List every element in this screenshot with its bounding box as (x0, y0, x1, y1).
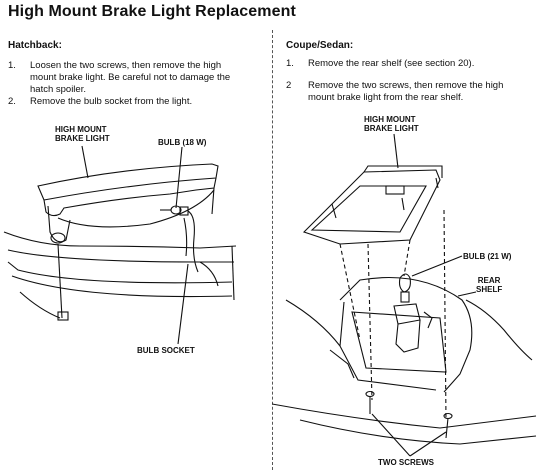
label-line: HIGH MOUNT (364, 115, 416, 124)
label-line: BRAKE LIGHT (55, 134, 110, 143)
label-bulb-socket: BULB SOCKET (137, 346, 195, 355)
step-number: 1. (286, 58, 294, 69)
label-high-mount-brake-light: HIGH MOUNT BRAKE LIGHT (364, 115, 419, 133)
label-line: BRAKE LIGHT (364, 124, 419, 133)
step-number: 2 (286, 80, 292, 91)
coupe-brake-light-illustration (272, 133, 537, 457)
coupe-step-1: 1. Remove the rear shelf (see section 20… (286, 58, 536, 71)
label-rear-shelf: REAR SHELF (476, 276, 502, 294)
step-number: 1. (8, 60, 16, 71)
hatchback-step-1: 1. Loosen the two screws, then remove th… (8, 60, 270, 98)
coupe-heading: Coupe/Sedan: (286, 40, 354, 51)
label-two-screws: TWO SCREWS (378, 458, 434, 467)
label-bulb-21w: BULB (21 W) (463, 252, 512, 261)
step-text-line: Loosen the two screws, then remove the h… (30, 60, 222, 71)
step-text-line: mount brake light from the rear shelf. (308, 92, 464, 103)
step-text-line: mount brake light. Be careful not to dam… (30, 72, 231, 83)
label-line: HIGH MOUNT (55, 125, 107, 134)
hatchback-heading: Hatchback: (8, 40, 62, 51)
label-line: REAR (477, 276, 501, 285)
label-high-mount-brake-light: HIGH MOUNT BRAKE LIGHT (55, 125, 110, 143)
column-divider (272, 30, 273, 470)
step-number: 2. (8, 96, 16, 107)
step-text-line: Remove the bulb socket from the light. (30, 96, 193, 107)
page-title: High Mount Brake Light Replacement (8, 3, 296, 20)
hatchback-step-2: 2. Remove the bulb socket from the light… (8, 96, 270, 109)
label-line: SHELF (476, 285, 503, 294)
step-text-line: Remove the two screws, then remove the h… (308, 80, 504, 91)
coupe-step-2: 2 Remove the two screws, then remove the… (286, 80, 536, 106)
label-bulb-18w: BULB (18 W) (158, 138, 207, 147)
step-text-line: hatch spoiler. (30, 84, 86, 95)
step-text-line: Remove the rear shelf (see section 20). (308, 58, 475, 69)
hatchback-brake-light-illustration (3, 145, 237, 345)
